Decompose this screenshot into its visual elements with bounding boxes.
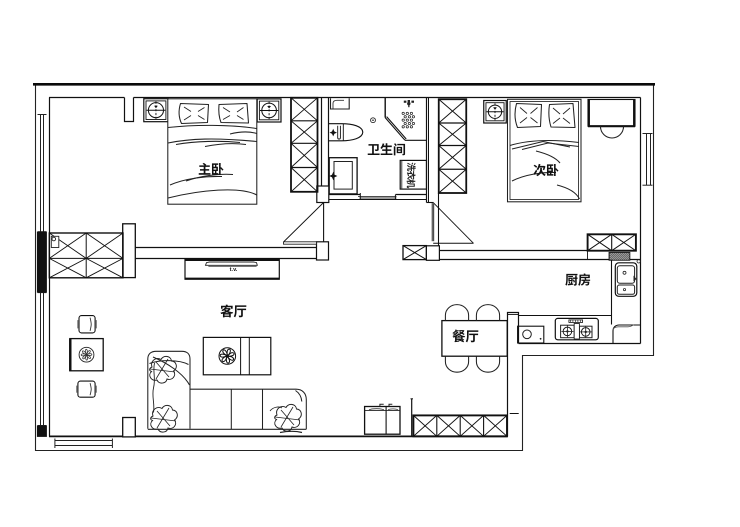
svg-text:t.v.: t.v. — [230, 267, 238, 273]
